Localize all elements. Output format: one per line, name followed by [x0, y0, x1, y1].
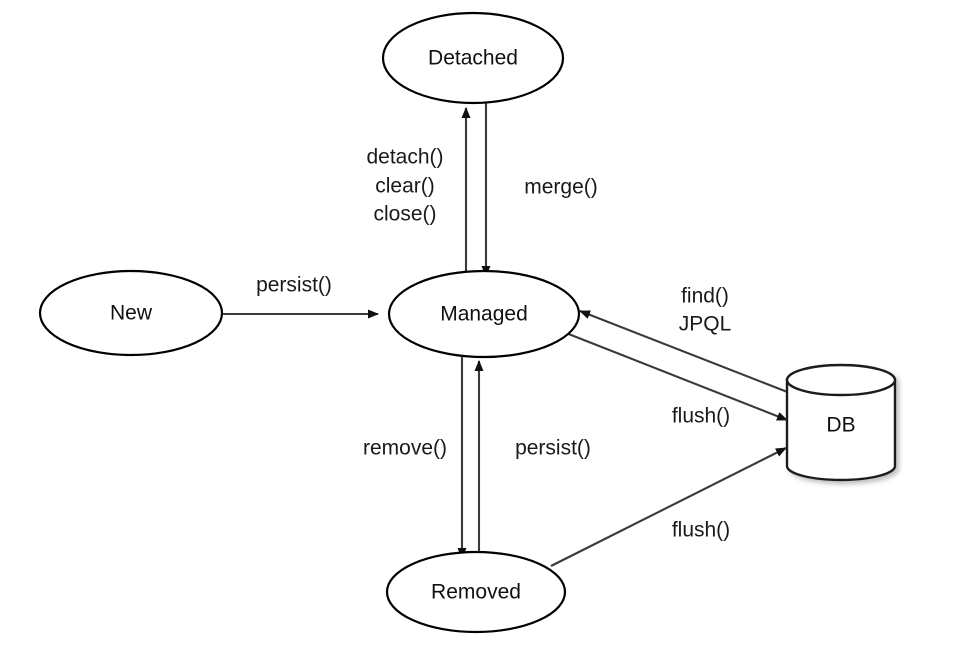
node-removed-label: Removed	[431, 581, 521, 604]
node-new-label: New	[110, 302, 153, 325]
edge-label-close: close()	[373, 203, 436, 226]
node-db-cylinder-top[interactable]	[785, 363, 897, 397]
edge-db-to-managed	[579, 310, 791, 394]
node-managed[interactable]: Managed	[387, 269, 581, 359]
node-removed[interactable]: Removed	[385, 550, 567, 634]
edge-label-clear: clear()	[375, 175, 435, 198]
edge-label-flush-managed: flush()	[672, 405, 730, 428]
edge-label-find: find()	[681, 285, 729, 308]
node-managed-label: Managed	[440, 303, 528, 326]
node-db[interactable]: DB	[785, 363, 897, 482]
edge-label-merge: merge()	[524, 176, 598, 199]
edge-line-managed-to-db	[565, 332, 788, 421]
edge-managed-to-db	[565, 332, 788, 421]
edge-removed-to-db	[550, 447, 787, 567]
node-detached-shape[interactable]	[381, 11, 565, 105]
node-detached-label: Detached	[428, 47, 518, 70]
node-removed-shape[interactable]	[385, 550, 567, 634]
node-db-label: DB	[826, 414, 855, 437]
node-new[interactable]: New	[38, 269, 224, 357]
edge-line-db-to-managed	[579, 310, 791, 394]
edge-line-removed-to-db	[550, 447, 787, 567]
node-new-shape[interactable]	[38, 269, 224, 357]
edge-label-flush-removed: flush()	[672, 519, 730, 542]
edge-label-detach: detach()	[366, 146, 443, 169]
node-db-cylinder-body[interactable]	[785, 378, 897, 482]
edge-label-persist-back: persist()	[515, 437, 591, 460]
node-detached[interactable]: Detached	[381, 11, 565, 105]
edge-label-jpql: JPQL	[679, 313, 732, 336]
edge-label-remove: remove()	[363, 437, 447, 460]
edge-label-persist-new: persist()	[256, 274, 332, 297]
node-managed-shape[interactable]	[387, 269, 581, 359]
